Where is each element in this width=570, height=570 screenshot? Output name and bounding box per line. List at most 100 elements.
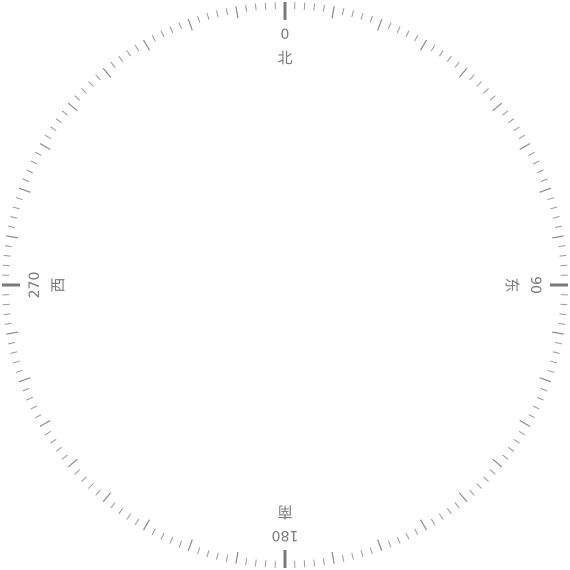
minor-tick bbox=[446, 55, 452, 63]
minor-tick bbox=[369, 547, 373, 555]
minor-tick bbox=[44, 430, 52, 436]
minor-tick bbox=[483, 476, 489, 482]
minor-tick bbox=[8, 341, 16, 345]
minor-tick bbox=[197, 547, 201, 555]
minor-tick bbox=[245, 558, 248, 566]
major-tick bbox=[6, 331, 19, 335]
minor-tick bbox=[118, 55, 124, 63]
major-tick bbox=[551, 331, 564, 335]
minor-tick bbox=[513, 126, 520, 132]
minor-tick bbox=[178, 540, 183, 548]
minor-tick bbox=[518, 430, 526, 436]
minor-tick bbox=[245, 4, 248, 12]
minor-tick bbox=[225, 8, 229, 16]
minor-tick bbox=[518, 134, 526, 140]
minor-tick bbox=[88, 483, 94, 489]
major-tick bbox=[142, 519, 151, 531]
minor-tick bbox=[151, 528, 156, 536]
major-tick bbox=[419, 519, 428, 531]
minor-tick bbox=[206, 550, 210, 558]
minor-tick bbox=[558, 245, 566, 248]
minor-tick bbox=[34, 414, 42, 419]
minor-tick bbox=[74, 469, 81, 475]
minor-tick bbox=[507, 446, 515, 452]
minor-tick bbox=[126, 513, 132, 520]
minor-tick bbox=[507, 118, 515, 124]
minor-tick bbox=[351, 10, 354, 18]
major-tick bbox=[331, 6, 335, 19]
minor-tick bbox=[44, 134, 52, 140]
minor-tick bbox=[454, 502, 460, 509]
major-tick bbox=[187, 539, 193, 552]
minor-tick bbox=[151, 34, 156, 42]
major-tick bbox=[39, 419, 51, 428]
minor-tick bbox=[430, 44, 436, 52]
major-tick bbox=[458, 67, 468, 78]
minor-tick bbox=[502, 110, 509, 116]
minor-tick bbox=[95, 489, 101, 496]
minor-tick bbox=[438, 513, 444, 520]
minor-tick bbox=[30, 405, 38, 410]
minor-tick bbox=[536, 396, 544, 401]
minor-tick bbox=[414, 528, 419, 536]
major-tick bbox=[492, 102, 503, 112]
minor-tick bbox=[254, 3, 257, 11]
minor-tick bbox=[118, 507, 124, 515]
minor-tick bbox=[110, 502, 116, 509]
minor-tick bbox=[396, 536, 401, 544]
minor-tick bbox=[554, 225, 562, 229]
minor-tick bbox=[3, 254, 11, 257]
major-tick bbox=[331, 551, 335, 564]
minor-tick bbox=[446, 507, 452, 515]
minor-tick bbox=[15, 369, 23, 373]
major-tick bbox=[235, 6, 239, 19]
major-tick bbox=[67, 458, 78, 468]
minor-tick bbox=[134, 518, 140, 526]
major-tick bbox=[539, 187, 552, 193]
minor-tick bbox=[50, 438, 57, 444]
minor-tick bbox=[126, 50, 132, 57]
minor-tick bbox=[134, 44, 140, 52]
major-tick bbox=[519, 419, 531, 428]
minor-tick bbox=[81, 476, 87, 482]
minor-tick bbox=[61, 110, 68, 116]
minor-tick bbox=[55, 446, 63, 452]
minor-tick bbox=[351, 552, 354, 560]
major-tick bbox=[235, 551, 239, 564]
minor-tick bbox=[430, 518, 436, 526]
minor-tick bbox=[550, 360, 558, 364]
minor-tick bbox=[95, 74, 101, 81]
minor-tick bbox=[396, 26, 401, 34]
minor-tick bbox=[3, 313, 11, 316]
minor-tick bbox=[160, 532, 165, 540]
minor-tick bbox=[405, 30, 410, 38]
minor-tick bbox=[558, 322, 566, 325]
minor-tick bbox=[360, 550, 364, 558]
major-tick bbox=[102, 492, 112, 503]
minor-tick bbox=[26, 396, 34, 401]
major-tick bbox=[187, 18, 193, 31]
minor-tick bbox=[552, 351, 560, 354]
minor-tick bbox=[387, 540, 392, 548]
major-tick bbox=[6, 235, 19, 239]
major-tick bbox=[519, 142, 531, 151]
direction-label-north: 北 bbox=[277, 49, 292, 67]
major-tick bbox=[377, 18, 383, 31]
minor-tick bbox=[559, 313, 567, 316]
minor-tick bbox=[4, 322, 12, 325]
minor-tick bbox=[387, 22, 392, 30]
major-tick bbox=[551, 235, 564, 239]
minor-tick bbox=[489, 95, 496, 101]
cardinal-east: 90东 bbox=[503, 276, 543, 294]
minor-tick bbox=[540, 387, 548, 392]
major-tick bbox=[39, 142, 51, 151]
minor-tick bbox=[22, 387, 30, 392]
minor-tick bbox=[547, 369, 555, 373]
direction-label-south: 南 bbox=[277, 503, 292, 521]
minor-tick bbox=[160, 30, 165, 38]
minor-tick bbox=[81, 88, 87, 94]
minor-tick bbox=[206, 12, 210, 20]
minor-tick bbox=[169, 26, 174, 34]
minor-tick bbox=[502, 454, 509, 460]
